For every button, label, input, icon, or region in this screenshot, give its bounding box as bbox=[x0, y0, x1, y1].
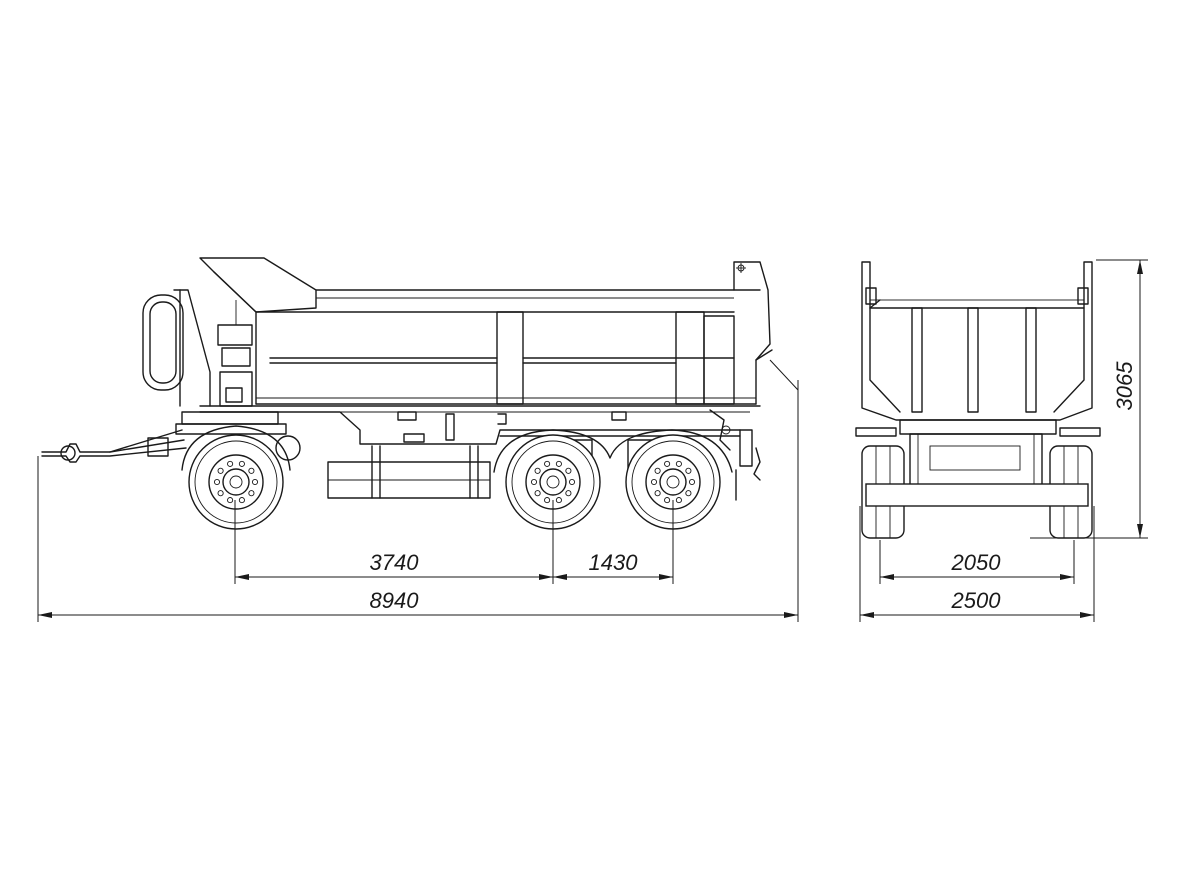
dim-track-width: 2050 bbox=[951, 550, 1002, 575]
front-fender bbox=[181, 425, 291, 471]
dimension-lines bbox=[37, 259, 1148, 622]
front-assembly bbox=[41, 289, 301, 463]
rear-equipment bbox=[709, 409, 761, 501]
rear-fender bbox=[493, 429, 733, 473]
dump-body bbox=[199, 257, 773, 405]
chassis-frame bbox=[199, 405, 761, 499]
dim-wheelbase-front: 3740 bbox=[370, 550, 420, 575]
dim-overall-width: 2500 bbox=[951, 588, 1002, 613]
dim-overall-height: 3065 bbox=[1112, 361, 1137, 411]
rear-view bbox=[855, 261, 1101, 539]
dim-overall-length: 8940 bbox=[370, 588, 420, 613]
dim-wheelbase-rear: 1430 bbox=[589, 550, 639, 575]
wheels bbox=[188, 434, 721, 530]
side-view bbox=[41, 257, 773, 530]
wheel-front bbox=[188, 434, 284, 530]
